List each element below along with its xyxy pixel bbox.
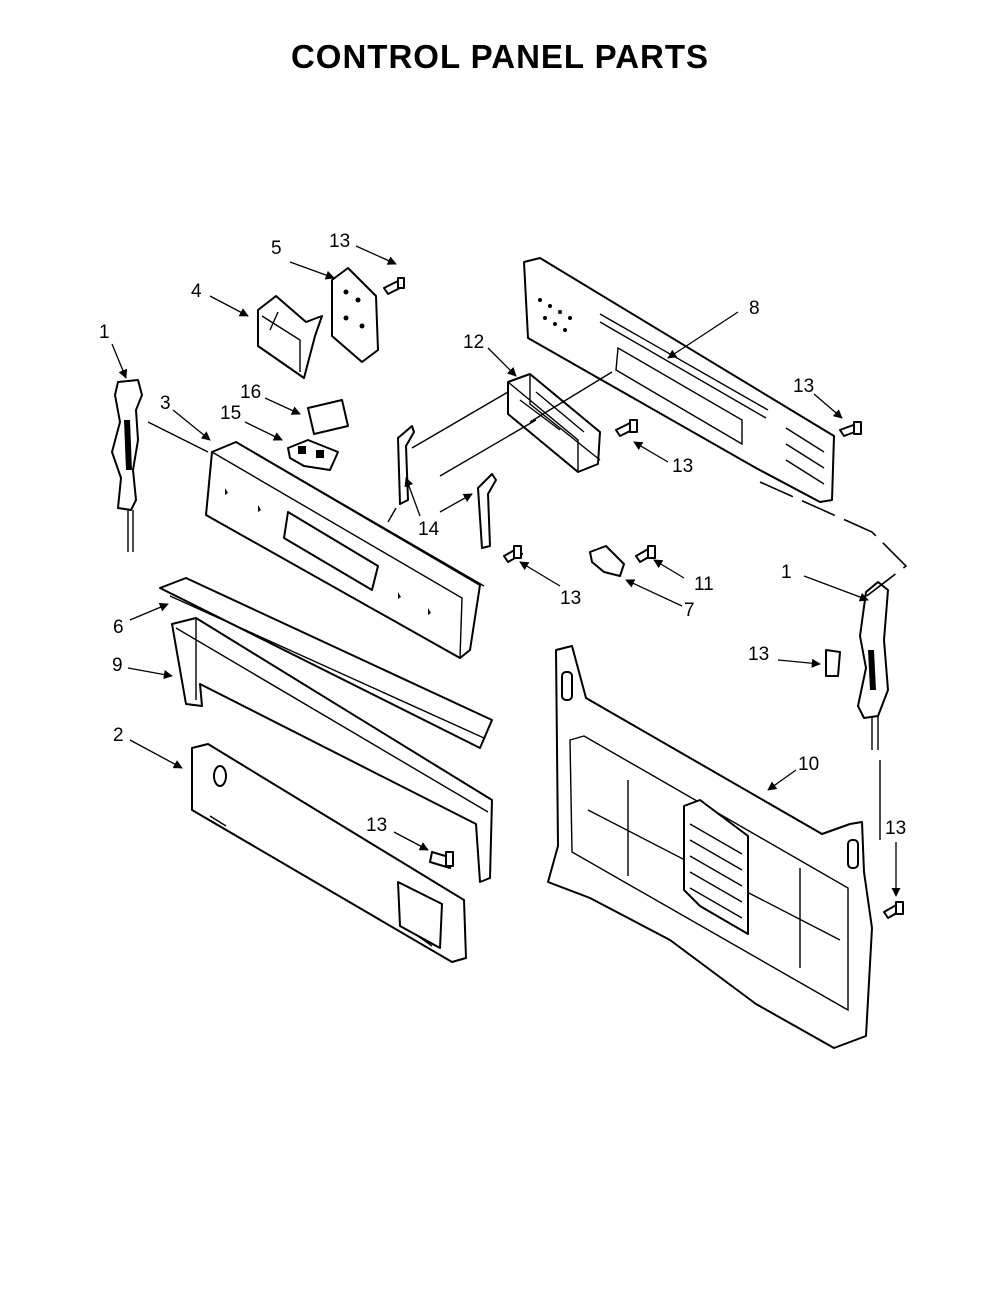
callout-labels: 1 3 4 5 13 16 15 6 9 2 13 12 8 13 13 14 … bbox=[99, 231, 906, 839]
callout-7: 7 bbox=[684, 600, 695, 621]
callout-10: 10 bbox=[798, 754, 819, 775]
callout-13-right: 13 bbox=[793, 376, 814, 397]
screw-13-lower-left bbox=[429, 851, 454, 869]
part-2-back-panel bbox=[191, 743, 467, 963]
part-15-connector bbox=[287, 439, 339, 471]
callout-13-top: 13 bbox=[329, 231, 350, 252]
screw-13-right-bracket bbox=[825, 649, 841, 677]
callout-16: 16 bbox=[240, 382, 261, 403]
page-title: CONTROL PANEL PARTS bbox=[290, 38, 710, 75]
part-6-trim-strip bbox=[159, 577, 493, 749]
screw-13-module bbox=[615, 419, 638, 437]
callout-15: 15 bbox=[220, 403, 241, 424]
part-4-bracket bbox=[257, 295, 323, 379]
part-9-panel-frame bbox=[171, 617, 493, 883]
callout-12: 12 bbox=[463, 332, 484, 353]
callout-6: 6 bbox=[113, 617, 124, 638]
part-3-control-panel bbox=[205, 441, 485, 659]
part-12-module-box bbox=[507, 373, 601, 473]
callout-4: 4 bbox=[191, 281, 202, 302]
callout-13-module: 13 bbox=[672, 456, 693, 477]
callout-13-middle: 13 bbox=[560, 588, 581, 609]
leader-arrows bbox=[111, 245, 901, 897]
screw-13-middle bbox=[503, 545, 523, 563]
part-1-right-end-bracket bbox=[857, 581, 889, 750]
callout-9: 9 bbox=[112, 655, 123, 676]
screw-13-top bbox=[383, 277, 405, 295]
part-14-bracket-right bbox=[477, 473, 497, 549]
part-1-left-end-bracket bbox=[111, 379, 143, 552]
callout-1-right: 1 bbox=[781, 562, 792, 583]
part-10-rear-panel bbox=[547, 645, 873, 1049]
part-11-screw bbox=[635, 545, 656, 563]
assembly-lines bbox=[147, 371, 908, 840]
screw-13-bottom-right bbox=[883, 901, 904, 919]
part-5-circuit-plate bbox=[331, 267, 379, 363]
callout-13-bottom-right: 13 bbox=[885, 818, 906, 839]
part-16-strip bbox=[307, 399, 349, 435]
callout-11: 11 bbox=[694, 574, 714, 595]
screw-13-right bbox=[839, 421, 862, 437]
callout-13-right-bracket: 13 bbox=[748, 644, 769, 665]
callout-1-left: 1 bbox=[99, 322, 110, 343]
callout-8: 8 bbox=[749, 298, 760, 319]
callout-14: 14 bbox=[418, 519, 440, 540]
callout-13-lower-left: 13 bbox=[366, 815, 387, 836]
part-8-rear-shield bbox=[523, 257, 835, 503]
part-7-clip bbox=[589, 545, 625, 577]
callout-3: 3 bbox=[160, 393, 171, 414]
callout-2: 2 bbox=[113, 725, 124, 746]
part-14-bracket-left bbox=[397, 425, 415, 505]
callout-5: 5 bbox=[271, 238, 282, 259]
